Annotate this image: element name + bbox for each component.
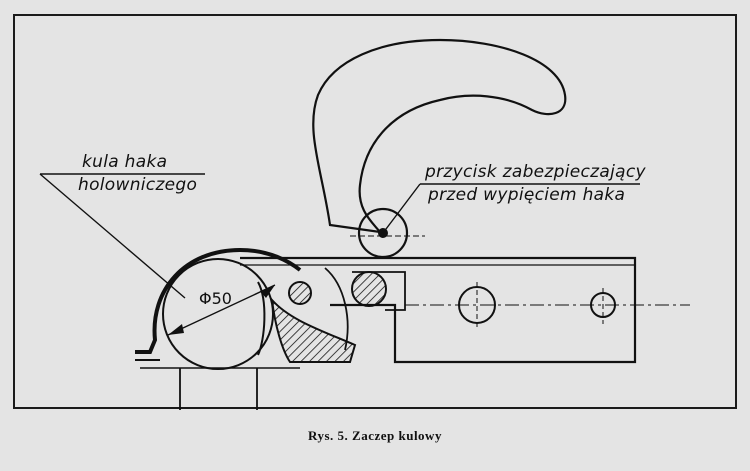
figure-frame <box>13 14 737 409</box>
button-leader-line <box>382 183 421 234</box>
ball-label-line1: kula haka <box>82 152 168 172</box>
drawbar-body <box>240 256 637 364</box>
small-pin <box>288 281 312 305</box>
diameter-dimension-line <box>167 284 276 336</box>
ball-label-line2: holowniczego <box>78 175 198 195</box>
diameter-label: Φ50 <box>199 289 232 308</box>
hook-lever <box>312 38 567 234</box>
figure-caption: Rys. 5. Zaczep kulowy <box>308 428 442 443</box>
latch-jaw <box>270 296 357 363</box>
ball-leader-line <box>39 173 186 299</box>
ball-socket <box>135 247 302 354</box>
button-label-line2: przed wypięciem haka <box>428 185 626 205</box>
button-label-line1: przycisk zabezpieczający <box>425 162 646 182</box>
locking-pin <box>351 271 387 307</box>
tow-ball <box>162 258 274 370</box>
